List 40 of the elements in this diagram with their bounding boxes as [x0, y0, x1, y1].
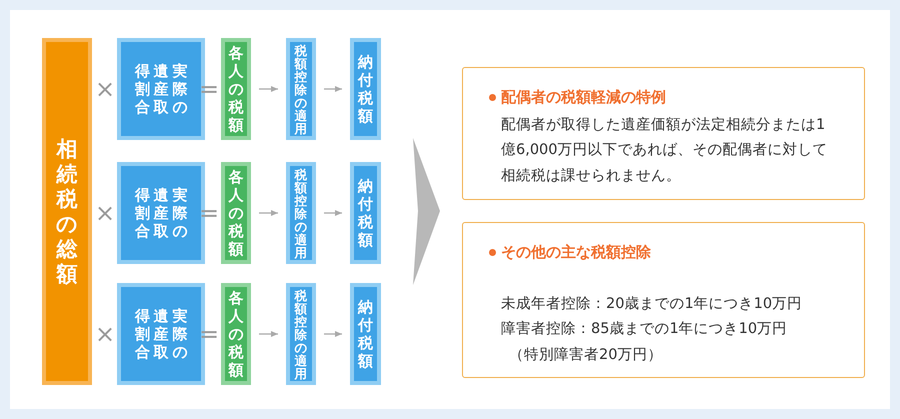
box-label: 納付税額 [358, 53, 374, 125]
info-card [462, 222, 865, 378]
card-text: 障害者控除：85歳までの1年につき10万円 [501, 320, 788, 340]
box-label: 税額控除の適用 [294, 168, 308, 258]
payment-box [350, 38, 381, 140]
heading-text: 配偶者の税額軽減の特例 [501, 88, 666, 107]
card-text: 配偶者が取得した遺産価額が法定相続分または1億6,000万円以下であれば、その配偶者に対して相続税は課せられません。 [501, 116, 829, 186]
arrow [324, 331, 342, 337]
individual-tax-box [221, 38, 251, 140]
arrow [259, 210, 278, 216]
payment-box [350, 162, 381, 264]
multiply-sign: × [95, 76, 115, 102]
card-text: 未成年者控除：20歳までの1年につき10万円 [501, 295, 804, 314]
arrow [324, 86, 342, 92]
box-label: 実際の遺産取得割合 [134, 307, 188, 361]
info-card [462, 67, 865, 200]
individual-tax-box [221, 162, 251, 264]
arrow [259, 86, 278, 92]
deduction-box [286, 162, 316, 264]
box-label: 各人の税額 [228, 168, 244, 258]
individual-tax-box [221, 283, 251, 385]
heading-text: その他の主な税額控除 [501, 243, 651, 262]
deduction-box [286, 283, 316, 385]
box-label: 各人の税額 [228, 289, 244, 379]
multiply-sign: × [95, 200, 115, 226]
box-label: 納付税額 [358, 177, 374, 249]
box-label: 税額控除の適用 [294, 288, 308, 380]
payment-box [350, 283, 381, 385]
multiply-sign: × [95, 321, 115, 347]
box-label: 各人の税額 [228, 44, 244, 134]
card-text: （特別障害者20万円） [509, 346, 664, 365]
box-label: 実際の遺産取得割合 [134, 62, 188, 116]
total-tax-bar [42, 38, 92, 385]
box-label: 税額控除の適用 [294, 44, 308, 134]
box-label: 実際の遺産取得割合 [134, 186, 188, 240]
box-label: 納付税額 [358, 298, 374, 370]
arrow [324, 210, 342, 216]
deduction-box [286, 38, 316, 140]
arrow [259, 331, 278, 337]
box-label: 相続税の総額 [56, 136, 78, 286]
